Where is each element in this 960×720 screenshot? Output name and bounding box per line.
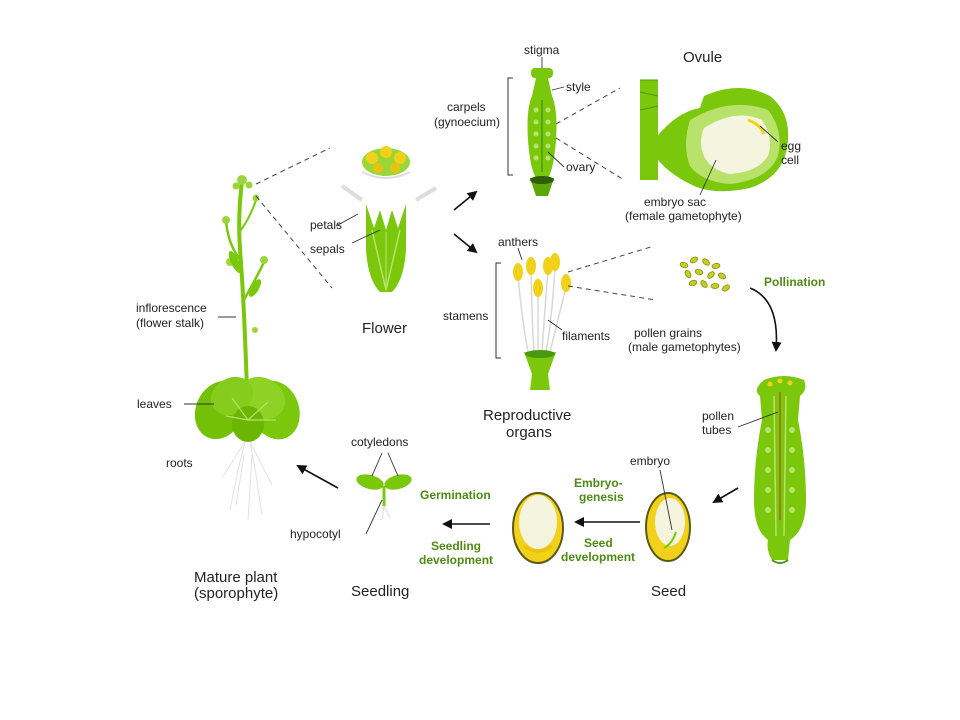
pollen-tubes-pointer: [737, 411, 779, 428]
cotyledons-label: cotyledons: [351, 435, 408, 449]
zoom-line-anthers-pollen-top: [567, 245, 655, 273]
embryo-label: embryo: [630, 454, 670, 468]
carpel-illustration: [527, 68, 557, 196]
roots-illustration: [221, 429, 273, 521]
zoom-line-carpel-ovule-top: [555, 87, 621, 125]
anthers-label: anthers: [498, 235, 538, 249]
petals-pointer: [335, 213, 359, 227]
reproductive-organs-subtitle: organs: [506, 424, 552, 441]
rosette-leaves: [194, 376, 300, 442]
arrow-pollination: [749, 287, 782, 352]
roots-label: roots: [166, 456, 193, 470]
seedling-title: Seedling: [351, 583, 409, 600]
arrow-flower-to-stamens: [453, 233, 478, 254]
embryo-sac-pointer: [699, 159, 717, 196]
filaments-label: filaments: [562, 329, 610, 343]
embryo-sac-label: embryo sac: [644, 195, 706, 209]
style-label: style: [566, 80, 591, 94]
hypocotyl-pointer: [365, 499, 383, 535]
ovule-illustration: [639, 79, 789, 192]
inflorescence-label: inflorescence: [136, 301, 207, 315]
cell-label: cell: [781, 153, 799, 167]
mature-seed-illustration: [512, 492, 564, 564]
egg-cell-pointer: [759, 125, 779, 143]
stigma-label: stigma: [524, 43, 560, 57]
female-gametophyte-label: (female gametophyte): [625, 209, 742, 223]
stamens-bracket: [495, 262, 501, 359]
embryogenesis-label-2: genesis: [579, 490, 624, 504]
male-gametophytes-label: (male gametophytes): [628, 340, 741, 354]
mature-plant-subtitle: (sporophyte): [194, 585, 278, 602]
mature-plant-title: Mature plant: [194, 569, 278, 586]
seedling-development-label-2: development: [419, 553, 493, 567]
zoom-line-anthers-pollen-bottom: [567, 285, 657, 301]
arrow-flower-to-carpels: [453, 190, 478, 211]
cotyledons-pointer: [371, 452, 399, 477]
hypocotyl-label: hypocotyl: [290, 527, 341, 541]
arrow-seedling-to-plant: [296, 465, 339, 489]
carpels-label: carpels: [447, 100, 486, 114]
seed-with-embryo-illustration: [645, 492, 691, 562]
leaves-label: leaves: [137, 397, 172, 411]
pollen-label: pollen: [702, 409, 734, 423]
flower-stalk-label: (flower stalk): [136, 316, 204, 330]
egg-label: egg: [781, 139, 801, 153]
zoom-line-plant-flower-top: [255, 147, 331, 185]
reproductive-organs-title: Reproductive: [483, 407, 571, 424]
pollination-label: Pollination: [764, 275, 825, 289]
pollinated-carpel-illustration: [754, 376, 806, 564]
ovary-pointer: [547, 151, 565, 168]
seedling-illustration: [356, 474, 412, 521]
seedling-development-label-1: Seedling: [431, 539, 481, 553]
petals-label: petals: [310, 218, 342, 232]
embryogenesis-label-1: Embryo-: [574, 476, 623, 490]
arrow-carpel-to-seed: [712, 487, 739, 504]
sepals-pointer: [351, 229, 381, 244]
filaments-pointer: [547, 319, 563, 331]
tubes-label: tubes: [702, 423, 731, 437]
mature-plant-illustration: [194, 175, 300, 521]
seed-title: Seed: [651, 583, 686, 600]
sepals-label: sepals: [310, 242, 345, 256]
anthers-pointer: [517, 247, 523, 261]
zoom-line-plant-flower-bottom: [255, 195, 333, 289]
seed-development-label-1: Seed: [584, 536, 613, 550]
stamens-label: stamens: [443, 309, 488, 323]
gynoecium-label: (gynoecium): [434, 115, 500, 129]
stamens-illustration: [513, 253, 571, 390]
germination-label: Germination: [420, 488, 491, 502]
embryo-pointer: [659, 469, 673, 531]
pollen-grains-label: pollen grains: [634, 326, 702, 340]
ovule-title: Ovule: [683, 49, 722, 66]
pollen-grains-illustration: [679, 256, 730, 292]
flower-title: Flower: [362, 320, 407, 337]
flower-side-view: [340, 184, 438, 292]
zoom-line-carpel-ovule-bottom: [555, 137, 625, 181]
seed-development-label-2: development: [561, 550, 635, 564]
flower-top-view: [361, 146, 411, 179]
style-pointer: [551, 86, 565, 91]
carpels-bracket: [507, 77, 513, 176]
ovary-label: ovary: [566, 160, 595, 174]
